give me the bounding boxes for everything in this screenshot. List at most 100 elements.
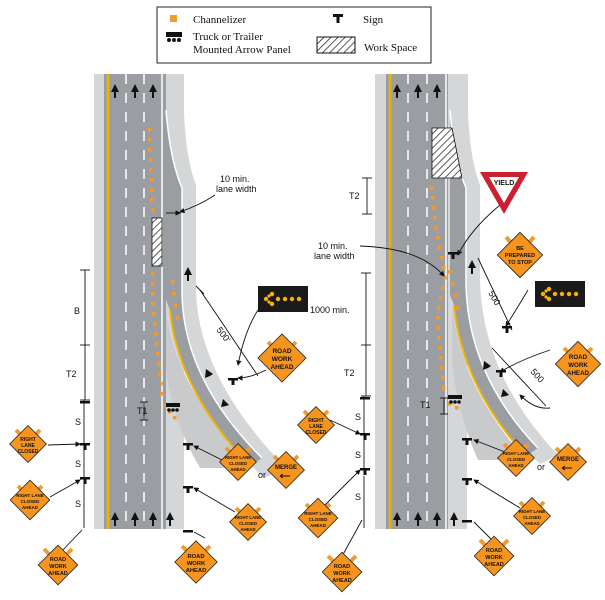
sign-text-2: WORK [272, 356, 293, 363]
sign-text-2: LANE [21, 443, 35, 449]
sign-text-2: CLOSED [309, 517, 329, 522]
sign-text-1: RIGHT LANE [225, 455, 251, 460]
sign-right-lane-closed-ahead-ramp-right-2: RIGHT LANE CLOSED AHEAD [513, 497, 551, 535]
sign-text-1: RIGHT LANE [235, 515, 261, 520]
sign-text-3: AHEAD [484, 562, 504, 568]
left-gore-area [166, 310, 250, 468]
left-arrow-panel-vehicle [166, 403, 180, 412]
sign-text-3: AHEAD [567, 370, 590, 377]
right-sign-leaders [321, 419, 521, 561]
right-dim-t1: T1 [420, 400, 431, 410]
legend-work-space: Work Space [364, 42, 417, 54]
sign-yield: YIELD [480, 172, 528, 214]
right-channelizers [430, 186, 460, 410]
sign-text-1: RIGHT LANE [519, 509, 545, 514]
sign-text-2: CLOSED [229, 461, 247, 466]
right-dim-t2-top: T2 [349, 191, 360, 201]
left-lane-width-line1: 10 min. [220, 174, 250, 184]
sign-text-2: WORK [333, 571, 350, 577]
sign-right-lane-closed-ahead-left: RIGHT LANE CLOSED AHEAD [9, 479, 51, 521]
right-arrow-panel-vehicle [448, 395, 462, 404]
left-dim-b: B [74, 306, 80, 316]
right-or-text: or [537, 462, 545, 472]
sign-text-1: ROAD [50, 557, 66, 563]
sign-right-lane-closed-ahead-ramp-right: RIGHT LANE CLOSED AHEAD [497, 439, 535, 477]
sign-text-1: RIGHT LANE [16, 493, 44, 498]
right-ramp-pavement [450, 110, 538, 456]
left-sign-leaders [47, 441, 236, 554]
arrow-panel-sign-right [535, 281, 585, 307]
legend: Channelizer Sign Truck or Trailer Mounte… [156, 6, 432, 64]
sign-road-work-ahead-right: ROAD WORK AHEAD [321, 551, 363, 593]
sign-right-lane-closed-ahead-right: RIGHT LANE CLOSED AHEAD [297, 497, 339, 539]
sign-road-work-ahead-ramp-left-2: ROAD WORK AHEAD [174, 540, 218, 584]
left-work-space [151, 217, 163, 267]
sign-text-3: CLOSED [306, 430, 327, 436]
sign-right-lane-closed-left: RIGHT LANE CLOSED [9, 425, 47, 463]
sign-text-2: WORK [49, 564, 66, 570]
sign-merge-left: MERGE [267, 451, 305, 489]
sign-text: YIELD [494, 180, 515, 187]
sign-right-lane-closed-ahead-ramp-left: RIGHT LANE CLOSED AHEAD [219, 443, 257, 481]
sign-text-2: CLOSED [21, 499, 41, 504]
right-direction-arrows [393, 84, 509, 526]
right-lane-width-line2: lane width [314, 251, 355, 261]
right-dimensions [359, 177, 551, 528]
sign-text-1: RIGHT LANE [304, 511, 332, 516]
sign-text-1: ROAD [569, 354, 588, 361]
sign-text-3: AHEAD [240, 527, 255, 532]
sign-road-work-ahead-ramp-right-2: ROAD WORK AHEAD [473, 535, 515, 577]
right-dim-s2: S [355, 450, 361, 460]
channelizer-legend-icon [170, 15, 177, 22]
sign-legend-icon [333, 14, 343, 23]
sign-text-1: RIGHT LANE [503, 451, 529, 456]
left-taper-length: 500' [214, 325, 232, 345]
left-dim-t1: T1 [137, 406, 148, 416]
sign-text-3: AHEAD [508, 463, 523, 468]
right-dist-500b: 500 [529, 367, 546, 385]
right-sign-posts [360, 252, 512, 523]
sign-text-3: AHEAD [270, 364, 293, 371]
right-diagram: 10 min. lane width T2 1000 min. T2 T1 S … [297, 74, 602, 593]
legend-arrow-panel-line2: Mounted Arrow Panel [193, 44, 291, 56]
sign-text-3: AHEAD [310, 523, 327, 528]
sign-text-2: LANE [309, 424, 323, 430]
legend-arrow-panel-line1: Truck or Trailer [193, 31, 263, 43]
sign-text-1: BE [516, 246, 524, 252]
sign-text-1: ROAD [486, 548, 502, 554]
left-diagram: 10 min. lane width B T2 T1 S S S 500' [9, 74, 308, 586]
sign-text-1: ROAD [187, 554, 204, 560]
sign-text-3: AHEAD [230, 467, 245, 472]
sign-text: MERGE [557, 457, 579, 463]
left-dimensions [80, 194, 267, 528]
right-lane-width-line1: 10 min. [318, 241, 348, 251]
left-direction-arrows [111, 84, 229, 526]
work-space-legend-icon [316, 36, 356, 54]
sign-road-work-ahead-left: ROAD WORK AHEAD [37, 544, 79, 586]
sign-right-lane-closed-ahead-ramp-left-2: RIGHT LANE CLOSED AHEAD [229, 503, 267, 541]
sign-road-work-ahead-ramp-right: ROAD WORK AHEAD [554, 340, 602, 388]
sign-text-1: ROAD [334, 564, 350, 570]
sign-text-3: AHEAD [186, 568, 207, 574]
sign-be-prepared-to-stop: BE PREPARED TO STOP [496, 231, 544, 279]
sign-text-1: ROAD [272, 348, 291, 355]
right-dim-s3: S [355, 492, 361, 502]
sign-text-2: WORK [485, 555, 502, 561]
sign-text-1: RIGHT [20, 437, 36, 443]
right-gore-area [452, 305, 526, 460]
right-dim-1000: 1000 min. [310, 305, 350, 315]
sign-text-2: CLOSED [507, 457, 525, 462]
right-work-space [431, 127, 463, 179]
right-dim-s1: S [355, 412, 361, 422]
sign-text: MERGE [275, 465, 297, 471]
sign-text-3: CLOSED [18, 449, 39, 455]
sign-text-3: TO STOP [508, 260, 532, 266]
sign-road-work-ahead-ramp-left: ROAD WORK AHEAD [257, 333, 307, 383]
legend-channelizer: Channelizer [193, 14, 246, 26]
left-or-text: or [258, 470, 266, 480]
left-lane-width-line2: lane width [216, 184, 257, 194]
sign-text-2: CLOSED [523, 515, 541, 520]
right-dim-t2: T2 [344, 368, 355, 378]
sign-text-3: AHEAD [48, 571, 68, 577]
